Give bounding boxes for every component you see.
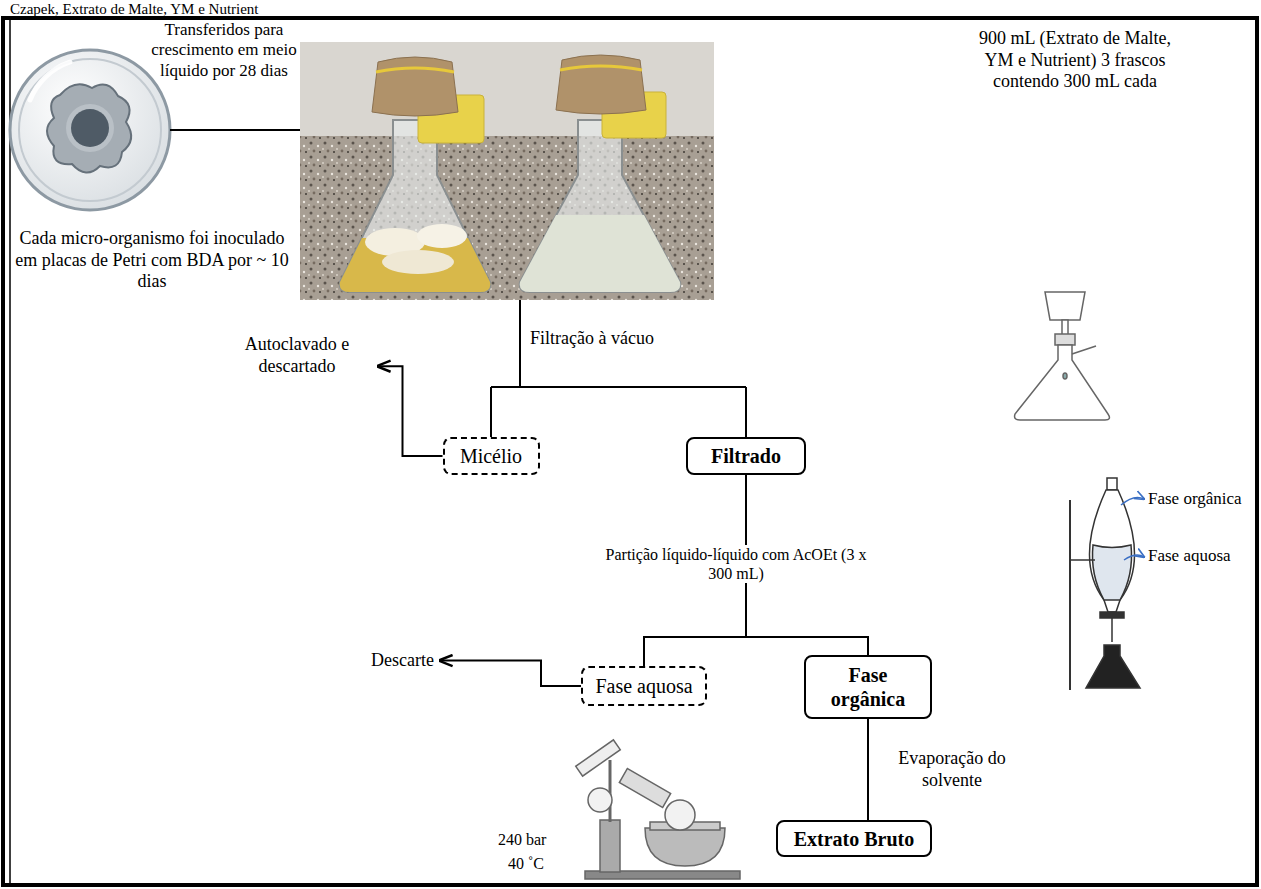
- discarded-box: Fase aquosa: [581, 666, 707, 706]
- side-arm: [1072, 346, 1096, 354]
- parameter-label-wrap: 240 bar: [498, 830, 573, 849]
- outcome-note-wrap: Descarte: [360, 650, 445, 672]
- colony-ring: [66, 104, 114, 152]
- parameter-label: 40 ˚C: [508, 854, 544, 873]
- connector-line: [867, 719, 869, 820]
- filter-flask: [1015, 345, 1110, 420]
- separatory-funnel-icon: [1070, 478, 1144, 690]
- process-box: Fase orgânica: [804, 655, 932, 719]
- step-note: Cada micro-organismo foi inoculado em pl…: [12, 228, 292, 293]
- edge-label-wrap: Evaporação do solvente: [882, 748, 1022, 791]
- stopcock: [1100, 612, 1124, 618]
- rubber-band: [376, 68, 454, 72]
- step-note: 900 mL (Extrato de Malte, YM e Nutrient)…: [975, 28, 1175, 93]
- step-note: Filtração à vácuo: [530, 328, 654, 350]
- rubber-band: [560, 66, 642, 70]
- outcome-note: Descarte: [371, 650, 434, 672]
- funnel-body: [1089, 490, 1134, 612]
- aqueous-layer: [1092, 545, 1131, 600]
- phase-callout: Fase orgânica: [1148, 489, 1242, 509]
- pale-medium: [520, 215, 681, 292]
- receiving-flask: [588, 788, 612, 812]
- flow-line: [745, 387, 747, 437]
- flow-line: [170, 129, 300, 131]
- fungal-colony: [47, 84, 131, 172]
- photo-counter: [300, 136, 714, 300]
- funnel-stem: [1111, 618, 1113, 642]
- dish-inner-rim: [19, 59, 161, 201]
- evaporating-flask: [665, 800, 695, 830]
- box-label: Fase aquosa: [595, 674, 692, 698]
- colony-center: [71, 109, 109, 147]
- header-text-wrap: Czapek, Extrato de Malte, YM e Nutrient: [10, 0, 610, 18]
- step-note-wrap: Cada micro-organismo foi inoculado em pl…: [12, 228, 292, 293]
- petri-dish: [10, 50, 170, 210]
- dish-highlight: [30, 62, 70, 100]
- heating-bath: [645, 828, 725, 866]
- frame: [3, 18, 1257, 885]
- flow-line: [491, 386, 746, 388]
- box-label: Fase orgânica: [818, 663, 918, 711]
- step-note: Partição líquido-líquido com AcOEt (3 x …: [600, 545, 872, 583]
- callout-arrow: [1124, 555, 1144, 560]
- outcome-note-wrap: Autoclavado e descartado: [222, 334, 372, 377]
- discarded-box: Micélio: [443, 437, 540, 475]
- edge-label: Evaporação do solvente: [882, 748, 1022, 791]
- flask-body: [520, 120, 681, 292]
- box-label: Filtrado: [711, 444, 781, 468]
- mycelium: [382, 250, 454, 274]
- phase-callout: Fase aquosa: [1148, 546, 1231, 566]
- rotary-evaporator-icon: [576, 740, 740, 879]
- drop: [1063, 373, 1067, 379]
- parameter-label-wrap: 40 ˚C: [508, 854, 573, 873]
- photo-wall: [300, 42, 714, 138]
- paper-cover: [372, 57, 458, 116]
- step-note: Transferidos para crescimento em meio lí…: [148, 20, 300, 81]
- box-label: Extrato Bruto: [794, 827, 915, 851]
- condenser: [576, 740, 621, 776]
- box-label: Micélio: [460, 444, 522, 468]
- phase-callout-wrap: Fase aquosa: [1148, 546, 1254, 566]
- process-box: Extrato Bruto: [776, 820, 932, 857]
- phase-callout-wrap: Fase orgânica: [1148, 489, 1254, 509]
- buchner-funnel: [1045, 292, 1085, 320]
- step-note-wrap: Filtração à vácuo: [530, 328, 705, 350]
- paper-cover: [556, 55, 646, 114]
- stand: [600, 820, 620, 872]
- funnel-neck: [1107, 478, 1117, 490]
- discard-arrow: [440, 661, 581, 686]
- vacuum-filtration-icon: [1015, 292, 1110, 420]
- mycelium: [417, 224, 467, 248]
- flow-line: [519, 300, 521, 387]
- dish-rim: [10, 50, 170, 210]
- step-note-wrap: Transferidos para crescimento em meio lí…: [148, 20, 300, 81]
- stand-rod: [1069, 500, 1071, 690]
- motor: [619, 769, 670, 808]
- flask-photo: [300, 42, 714, 300]
- discard-arrow: [378, 366, 443, 456]
- parameter-label: 240 bar: [498, 830, 546, 849]
- receiving-flask: [1086, 645, 1140, 688]
- callout-arrow: [1121, 497, 1144, 505]
- header-text: Czapek, Extrato de Malte, YM e Nutrient: [10, 0, 259, 18]
- step-note-wrap: Partição líquido-líquido com AcOEt (3 x …: [600, 545, 872, 583]
- clamp: [1070, 559, 1095, 561]
- stopper: [1055, 334, 1075, 345]
- outcome-note: Autoclavado e descartado: [222, 334, 372, 377]
- step-note-wrap: 900 mL (Extrato de Malte, YM e Nutrient)…: [975, 28, 1175, 93]
- flask-body: [340, 120, 491, 292]
- process-box: Filtrado: [686, 437, 806, 475]
- flow-line: [490, 387, 492, 437]
- photo-background: [300, 42, 714, 300]
- frame-inner-line: [9, 20, 11, 883]
